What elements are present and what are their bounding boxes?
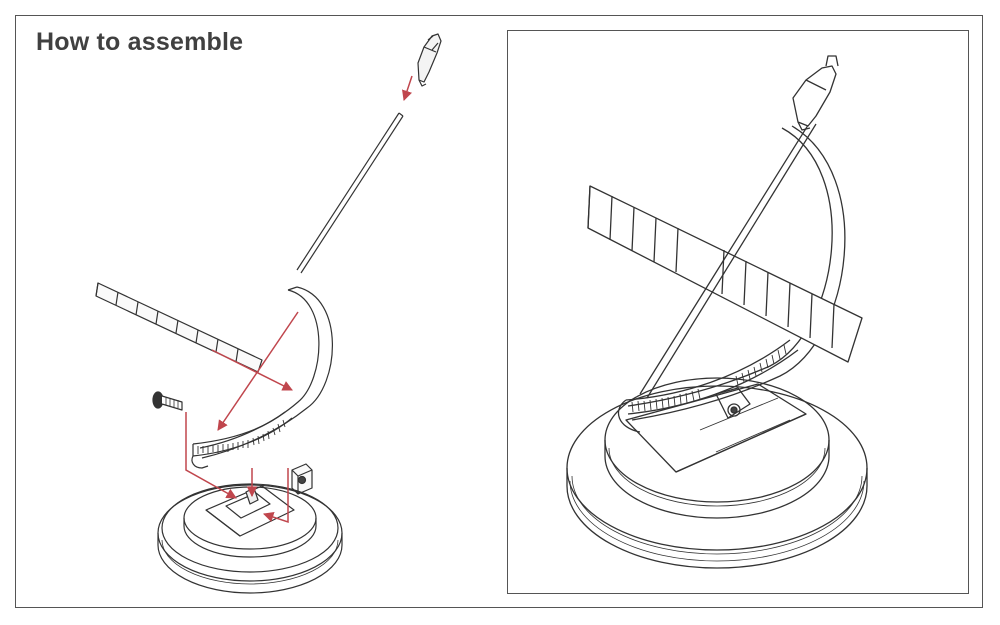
arrow-rod-to-arc <box>217 311 299 431</box>
assembled-finial-knob <box>792 55 839 131</box>
assembled-equatorial-ring <box>587 185 863 363</box>
gnomon-rod <box>296 112 404 274</box>
assembled-gnomon-rod <box>639 121 817 399</box>
screw <box>152 391 183 411</box>
arrow-screw-to-base <box>185 412 237 499</box>
bracket-nut <box>291 463 313 495</box>
assembled-meridian-arc <box>617 125 846 433</box>
meridian-arc <box>191 286 333 469</box>
assembled-view-panel <box>507 30 969 594</box>
assembled-base <box>566 377 868 569</box>
assembly-arrows <box>185 75 413 524</box>
arrow-knob-to-rod <box>402 75 413 101</box>
finial-knob <box>417 33 442 87</box>
arrow-nut-to-base <box>263 468 289 524</box>
arrow-ring-to-arc <box>211 349 293 391</box>
page-title: How to assemble <box>36 28 244 56</box>
